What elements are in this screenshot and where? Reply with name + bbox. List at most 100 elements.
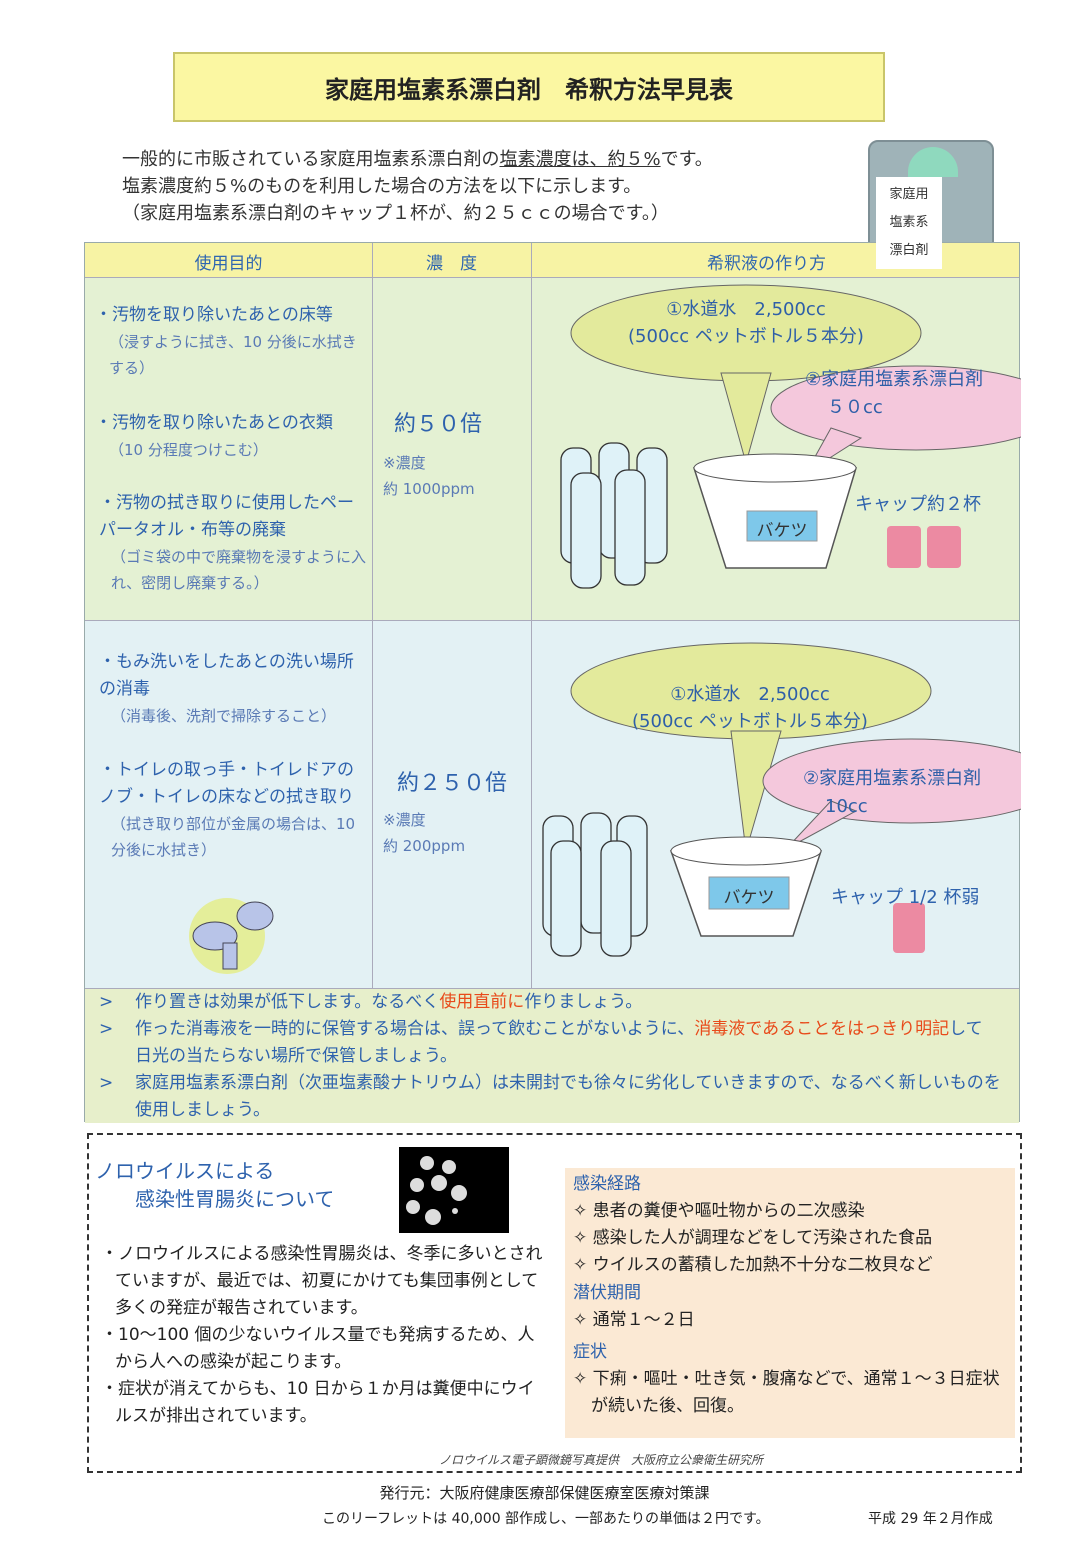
- use-note: （浸すように拭き、10 分後に水拭きする）: [109, 333, 357, 377]
- note-item: >作り置きは効果が低下します。なるべく使用直前に作りましょう。: [99, 992, 643, 1012]
- use-item: ・汚物を取り除いたあとの床等 （浸すように拭き、10 分後に水拭きする）: [95, 302, 370, 381]
- concentration-label: ※濃度: [383, 811, 426, 829]
- route-item: ✧ ウイルスの蓄積した加熱不十分な二枚貝など: [573, 1255, 933, 1275]
- water-bottles-icon: [542, 812, 648, 957]
- note-item: >作った消毒液を一時的に保管する場合は、誤って飲むことがないように、消毒液である…: [99, 1019, 983, 1066]
- note-item: >家庭用塩素系漂白剤（次亜塩素酸ナトリウム）は未開封でも徐々に劣化していきますの…: [99, 1073, 1001, 1120]
- use-item: ・もみ洗いをしたあとの洗い場所の消毒 （消毒後、洗剤で掃除すること）: [99, 649, 369, 729]
- water-bubble: ①水道水 2,500cc (500cc ペットボトル５本分): [585, 681, 915, 735]
- bucket-label: バケツ: [723, 888, 775, 908]
- cap-cup-icon: [893, 903, 925, 953]
- norovirus-facts: 感染経路 ✧ 患者の糞便や嘔吐物からの二次感染 ✧ 感染した人が調理などをして汚…: [565, 1168, 1015, 1438]
- note-text: 家庭用塩素系漂白剤（次亜塩素酸ナトリウム）は未開封でも徐々に劣化していきますので…: [135, 1073, 1001, 1120]
- toilet-icon: [189, 898, 274, 974]
- intro-line1-end: です。: [660, 149, 713, 170]
- table-row-50x: ・汚物を取り除いたあとの床等 （浸すように拭き、10 分後に水拭きする） ・汚物…: [85, 278, 1021, 621]
- column-divider: [372, 243, 373, 988]
- water-bottles-note: (500cc ペットボトル５本分): [632, 711, 868, 732]
- photo-label: 塩素系: [889, 215, 929, 230]
- table-header: 使用目的 濃 度 希釈液の作り方: [85, 243, 1019, 278]
- bleach-amount: ５０cc: [827, 397, 883, 418]
- bucket-label: バケツ: [756, 521, 808, 541]
- dilution-ratio: 約２５０倍: [397, 771, 508, 796]
- use-item: ・汚物の拭き取りに使用したペーパータオル・布等の廃棄 （ゴミ袋の中で廃棄物を浸す…: [99, 490, 369, 596]
- route-item: ✧ 患者の糞便や嘔吐物からの二次感染: [573, 1201, 865, 1221]
- header-method: 希釈液の作り方: [707, 254, 826, 274]
- use-note: （10 分程度つけこむ）: [109, 441, 268, 459]
- photo-credit: ノロウイルス電子顕微鏡写真提供 大阪府立公衆衛生研究所: [439, 1453, 764, 1467]
- norovirus-heading: ノロウイルスによる 感染性胃腸炎について: [95, 1157, 334, 1213]
- bullet-item: ・症状が消えてからも、10 日から１か月は糞便中にウイルスが排出されています。: [101, 1379, 535, 1426]
- page-title: 家庭用塩素系漂白剤 希釈方法早見表: [173, 52, 885, 122]
- dilution-illustration: [542, 642, 1021, 957]
- use-item: ・汚物を取り除いたあとの衣類 （10 分程度つけこむ）: [95, 410, 370, 463]
- cap-amount: キャップ約２杯: [855, 494, 981, 515]
- incubation-heading: 潜伏期間: [573, 1283, 641, 1303]
- bullet-item: ・10〜100 個の少ないウイルス量でも発病するため、人から人への感染が起こりま…: [101, 1325, 535, 1372]
- table-row-250x: ・もみ洗いをしたあとの洗い場所の消毒 （消毒後、洗剤で掃除すること） ・トイレの…: [85, 621, 1021, 988]
- header-concentration: 濃 度: [426, 254, 477, 274]
- intro-text: 一般的に市販されている家庭用塩素系漂白剤の塩素濃度は、約５%です。 塩素濃度約５…: [122, 146, 713, 227]
- note-text: 作った消毒液を一時的に保管する場合は、誤って飲むことがないように、: [135, 1019, 695, 1039]
- concentration-value: 約 1000ppm: [383, 480, 475, 498]
- notes-section: >作り置きは効果が低下します。なるべく使用直前に作りましょう。 >作った消毒液を…: [85, 988, 1019, 1123]
- norovirus-info-box: ノロウイルスによる 感染性胃腸炎について ・ノロウイルスによる感染性胃腸炎は、冬…: [87, 1133, 1022, 1473]
- use-title: ・トイレの取っ手・トイレドアのノブ・トイレの床などの拭き取り: [99, 760, 354, 807]
- creation-date: 平成 29 年２月作成: [868, 1511, 993, 1527]
- header-purpose: 使用目的: [194, 254, 263, 274]
- photo-label: 家庭用: [889, 187, 929, 202]
- column-divider: [531, 243, 532, 988]
- use-note: （拭き取り部位が金属の場合は、10 分後に水拭き）: [111, 815, 356, 859]
- intro-highlight: 塩素濃度は、約５%: [499, 149, 661, 170]
- note-text: 作りましょう。: [524, 992, 643, 1012]
- virus-micrograph: [399, 1147, 509, 1233]
- heading-line: ノロウイルスによる: [95, 1159, 275, 1183]
- print-info: このリーフレットは 40,000 部作成し、一部あたりの単価は２円です。: [322, 1511, 770, 1527]
- use-note: （消毒後、洗剤で掃除すること）: [111, 707, 337, 725]
- photo-label-box: 家庭用 塩素系 漂白剤: [876, 177, 942, 269]
- route-heading: 感染経路: [573, 1174, 641, 1194]
- use-title: ・汚物の拭き取りに使用したペーパータオル・布等の廃棄: [99, 493, 354, 540]
- water-amount: ①水道水 2,500cc: [670, 684, 830, 705]
- intro-line1: 一般的に市販されている家庭用塩素系漂白剤の: [122, 149, 500, 170]
- use-item: ・トイレの取っ手・トイレドアのノブ・トイレの床などの拭き取り （拭き取り部位が金…: [99, 757, 369, 863]
- symptom-heading: 症状: [573, 1342, 607, 1362]
- dilution-table: 使用目的 濃 度 希釈液の作り方 ・汚物を取り除いたあとの床等 （浸すように拭き…: [84, 242, 1021, 1123]
- concentration-value: 約 200ppm: [383, 837, 466, 855]
- note-emphasis: 使用直前に: [439, 992, 525, 1012]
- symptom-item: ✧ 下痢・嘔吐・吐き気・腹痛などで、通常１〜３日症状が続いた後、回復。: [573, 1369, 1000, 1416]
- note-text: して日光の当たらない場所で保管しましょう。: [135, 1019, 983, 1066]
- concentration-label: ※濃度: [383, 454, 426, 472]
- bleach-label: ②家庭用塩素系漂白剤: [805, 369, 984, 390]
- note-emphasis: 消毒液であることをはっきり明記: [694, 1019, 950, 1039]
- incubation-item: ✧ 通常１〜２日: [573, 1310, 695, 1330]
- bullet-item: ・ノロウイルスによる感染性胃腸炎は、冬季に多いとされていますが、最近では、初夏に…: [101, 1244, 543, 1318]
- bleach-amount: 10cc: [825, 796, 868, 817]
- bottle-top: [908, 147, 958, 177]
- use-title: ・汚物を取り除いたあとの床等: [95, 305, 333, 325]
- water-amount: ①水道水 2,500cc: [666, 299, 826, 320]
- intro-line2: 塩素濃度約５%のものを利用した場合の方法を以下に示します。: [122, 176, 642, 197]
- dilution-ratio: 約５０倍: [394, 412, 483, 437]
- bucket-label-box: [746, 510, 818, 542]
- water-bubble: ①水道水 2,500cc (500cc ペットボトル５本分): [591, 296, 901, 350]
- photo-label: 漂白剤: [889, 243, 929, 258]
- dilution-illustration: [560, 284, 1021, 589]
- water-bottles-note: (500cc ペットボトル５本分): [628, 326, 864, 347]
- use-note: （ゴミ袋の中で廃棄物を浸すように入れ、密閉し廃棄する。）: [111, 548, 367, 592]
- use-title: ・汚物を取り除いたあとの衣類: [95, 413, 333, 433]
- water-bottles-icon: [560, 442, 668, 589]
- use-title: ・もみ洗いをしたあとの洗い場所の消毒: [99, 652, 354, 699]
- publisher: 発行元：大阪府健康医療部保健医療室医療対策課: [379, 1484, 710, 1502]
- bleach-bottle-photo: 家庭用 塩素系 漂白剤: [868, 140, 994, 290]
- bleach-label: ②家庭用塩素系漂白剤: [803, 768, 982, 789]
- note-text: 作り置きは効果が低下します。なるべく: [135, 992, 440, 1012]
- route-item: ✧ 感染した人が調理などをして汚染された食品: [573, 1228, 933, 1248]
- bleach-bubble: ②家庭用塩素系漂白剤 ５０cc: [805, 366, 983, 422]
- cap-cups-icon: [887, 526, 961, 568]
- norovirus-bullets: ・ノロウイルスによる感染性胃腸炎は、冬季に多いとされていますが、最近では、初夏に…: [95, 1241, 547, 1430]
- cap-amount: キャップ 1/2 杯弱: [831, 887, 980, 908]
- bleach-bubble: ②家庭用塩素系漂白剤 10cc: [803, 765, 981, 821]
- heading-line: 感染性胃腸炎について: [135, 1187, 335, 1211]
- intro-line3: （家庭用塩素系漂白剤のキャップ１杯が、約２５ｃｃの場合です。）: [122, 203, 669, 224]
